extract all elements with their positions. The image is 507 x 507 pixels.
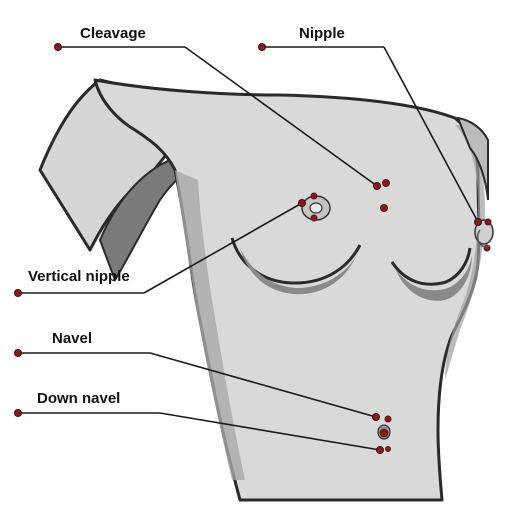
vertical-nipple-start-dot: [14, 289, 22, 297]
vertical-nipple-end-dot: [298, 199, 306, 207]
nipple-ring: [476, 229, 491, 248]
left-side-shadow: [175, 170, 245, 480]
left-breast-underside: [230, 237, 362, 285]
cleavage-bead-bottom: [380, 204, 388, 212]
down-navel-bead: [385, 446, 391, 452]
vertical-nipple-bead-top: [310, 192, 318, 200]
nipple-start-dot: [258, 43, 266, 51]
label-vertical-nipple: Vertical nipple: [28, 268, 130, 285]
down-navel-leader-diagonal: [159, 412, 381, 451]
navel-bead-top: [384, 415, 392, 423]
right-side-shadow: [445, 125, 485, 380]
navel-leader-diagonal: [149, 352, 377, 418]
label-nipple: Nipple: [299, 25, 345, 42]
down-navel-start-dot: [14, 409, 22, 417]
nipple-bead-left: [484, 218, 492, 226]
cleavage-leader-diagonal: [184, 46, 378, 187]
leader-dots: [14, 43, 482, 454]
label-down-navel: Down navel: [37, 390, 120, 407]
left-breast-shadow: [240, 248, 356, 295]
cleavage-start-dot: [54, 43, 62, 51]
nipple-leader-diagonal: [383, 46, 479, 223]
cleavage-bead-top: [382, 179, 390, 187]
jewelry-beads: [310, 179, 492, 452]
leader-lines: [18, 46, 479, 451]
callout-labels: Cleavage Nipple Vertical nipple Navel Do…: [28, 25, 345, 407]
down-navel-end-dot: [376, 446, 384, 454]
label-cleavage: Cleavage: [80, 25, 146, 42]
nipple-end-dot: [474, 218, 482, 226]
vertical-nipple-bead-bottom: [310, 214, 318, 222]
label-navel: Navel: [52, 330, 92, 347]
vertical-nipple-leader-diagonal: [143, 202, 303, 294]
right-breast-shadow: [396, 255, 472, 301]
navel-bead-bottom: [379, 428, 389, 438]
cleavage-end-dot: [373, 182, 381, 190]
right-nipple-shape: [474, 219, 494, 245]
navel-start-dot: [14, 349, 22, 357]
right-breast-underside: [390, 247, 472, 286]
left-nipple: [309, 202, 323, 214]
right-arm-edge: [456, 116, 489, 201]
navel-end-dot: [372, 413, 380, 421]
torso-illustration: [38, 78, 494, 502]
